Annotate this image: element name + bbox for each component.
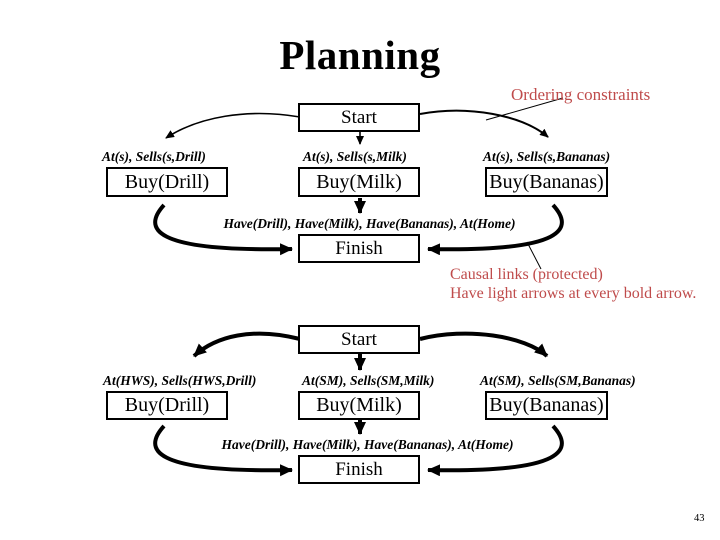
d1-action-buy-bananas: Buy(Bananas) [485,167,608,197]
ordering-constraints-label: Ordering constraints [511,85,651,104]
d1-action-buy-milk: Buy(Milk) [298,167,420,197]
d1-start-box: Start [298,103,420,132]
arrow-d1-start-to-drill [165,112,301,139]
arrow-d2-bananas-to-finish [427,424,564,477]
slide-title: Planning [279,32,441,78]
arrow-d1-start-to-bananas [419,109,549,138]
d2-precondition-milk: At(SM), Sells(SM,Milk) [302,373,435,388]
causal-links-line2: Have light arrows at every bold arrow. [450,284,697,302]
d2-start-box: Start [298,325,420,354]
d2-action-buy-milk: Buy(Milk) [298,391,420,420]
page-number: 43 [694,513,705,524]
pointer-ordering-constraints [485,97,564,121]
d1-precondition-bananas: At(s), Sells(s,Bananas) [483,149,611,164]
d2-precondition-bananas: At(SM), Sells(SM,Bananas) [480,373,636,388]
d1-precondition-milk: At(s), Sells(s,Milk) [303,149,407,164]
d2-action-buy-bananas: Buy(Bananas) [485,391,608,420]
d1-action-buy-drill: Buy(Drill) [106,167,228,197]
d2-finish-box: Finish [298,455,420,484]
causal-links-line1: Causal links (protected) [450,266,603,283]
arrow-d2-drill-to-finish [153,424,293,477]
arrow-d1-bananas-to-finish [427,203,564,256]
arrow-d2-start-to-drill [192,331,301,358]
d2-precondition-drill: At(HWS), Sells(HWS,Drill) [103,373,257,388]
arrow-d1-drill-to-finish [153,203,293,256]
arrow-d2-start-to-bananas [419,331,549,358]
d2-finish-preconditions: Have(Drill), Have(Milk), Have(Bananas), … [221,437,514,452]
d1-precondition-drill: At(s), Sells(s,Drill) [102,149,206,164]
d1-finish-box: Finish [298,234,420,263]
causal-links-note: Causal links (protected) Have light arro… [450,266,696,303]
d2-action-buy-drill: Buy(Drill) [106,391,228,420]
pointer-causal-links [526,241,542,270]
d1-finish-preconditions: Have(Drill), Have(Milk), Have(Bananas), … [223,216,516,231]
